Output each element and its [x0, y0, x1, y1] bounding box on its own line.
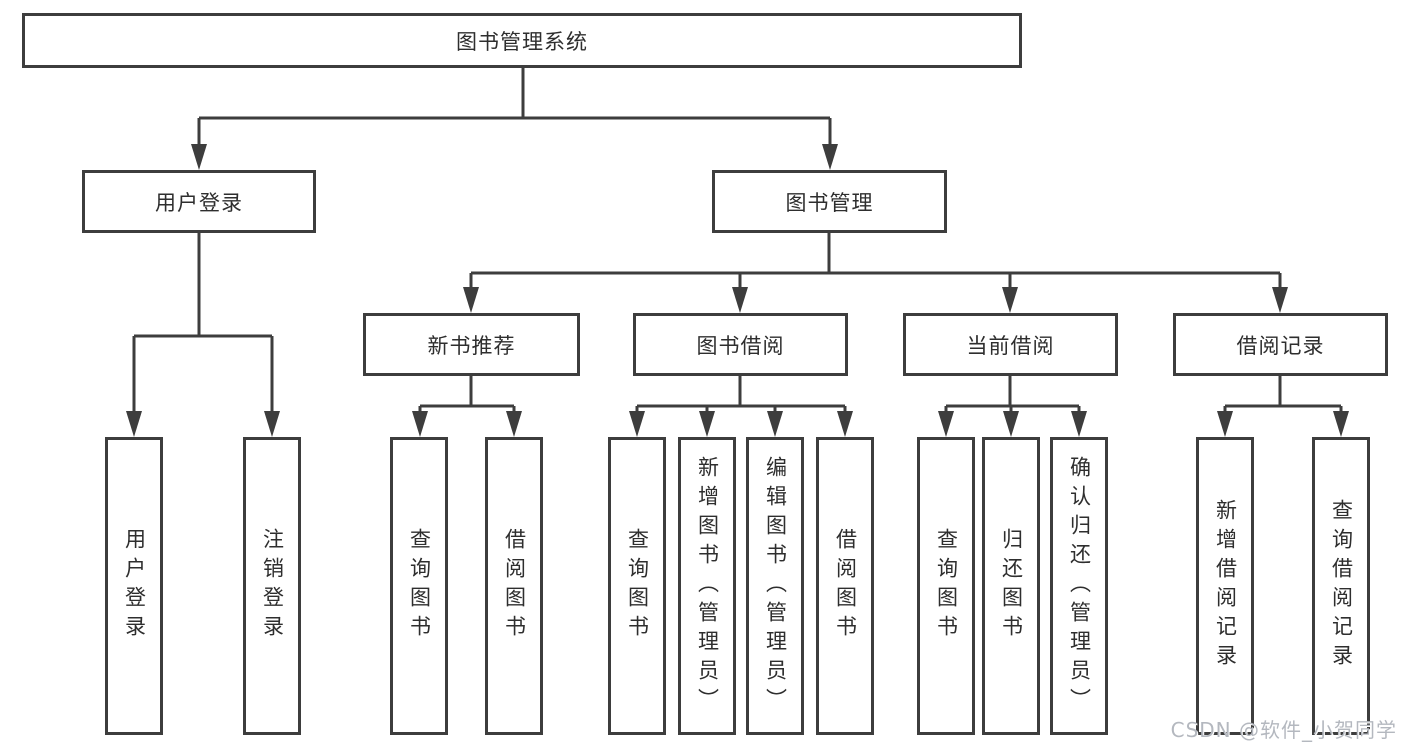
arrowhead: [191, 144, 207, 170]
arrowhead: [506, 411, 522, 437]
node-label: 借阅记录: [1236, 333, 1325, 358]
arrowhead: [732, 287, 748, 313]
node-root-label: 图书管理系统: [456, 29, 588, 54]
node-book-borrowing: 图书借阅: [633, 313, 848, 376]
arrowhead: [1071, 411, 1087, 437]
node-label: 图书管理: [785, 190, 874, 215]
arrowhead: [1272, 287, 1288, 313]
arrowhead: [822, 144, 838, 170]
leaf-label: 借阅图书: [833, 528, 858, 644]
arrowhead: [264, 411, 280, 437]
node-root: 图书管理系统: [22, 13, 1022, 68]
arrowhead: [412, 411, 428, 437]
node-borrowing-records: 借阅记录: [1173, 313, 1388, 376]
leaf-label: 新增图书（管理员）: [695, 455, 720, 717]
arrowhead: [938, 411, 954, 437]
arrowhead: [1333, 411, 1349, 437]
arrowhead: [126, 411, 142, 437]
node-user-login-branch: 用户登录: [82, 170, 316, 233]
node-label: 新书推荐: [427, 333, 516, 358]
leaf-label: 查询图书: [934, 528, 959, 644]
csdn-watermark: CSDN @软件_小贺同学: [1170, 718, 1397, 742]
leaf-label: 查询借阅记录: [1329, 499, 1354, 673]
leaf-add-books-admin: 新增图书（管理员）: [678, 437, 736, 735]
arrowhead: [699, 411, 715, 437]
arrowhead: [629, 411, 645, 437]
leaf-logout: 注销登录: [243, 437, 301, 735]
leaf-label: 借阅图书: [502, 528, 527, 644]
leaf-label: 注销登录: [260, 528, 285, 644]
leaf-query-books-current: 查询图书: [917, 437, 975, 735]
leaf-borrow-books-recommend: 借阅图书: [485, 437, 543, 735]
arrowhead: [463, 287, 479, 313]
leaf-query-borrow-record: 查询借阅记录: [1312, 437, 1370, 735]
leaf-label: 查询图书: [407, 528, 432, 644]
leaf-query-books-borrow: 查询图书: [608, 437, 666, 735]
arrowhead: [767, 411, 783, 437]
leaf-borrow-books: 借阅图书: [816, 437, 874, 735]
leaf-confirm-return-admin: 确认归还（管理员）: [1050, 437, 1108, 735]
node-label: 用户登录: [155, 190, 243, 215]
arrowhead: [1003, 411, 1019, 437]
connector-arrowheads: [126, 144, 1349, 437]
leaf-user-login: 用户登录: [105, 437, 163, 735]
arrowhead: [1217, 411, 1233, 437]
node-label: 图书借阅: [696, 333, 785, 358]
leaf-label: 用户登录: [122, 528, 147, 644]
arrowhead: [1002, 287, 1018, 313]
node-current-borrowing: 当前借阅: [903, 313, 1118, 376]
leaf-return-books: 归还图书: [982, 437, 1040, 735]
leaf-add-borrow-record: 新增借阅记录: [1196, 437, 1254, 735]
arrowhead: [837, 411, 853, 437]
node-label: 当前借阅: [966, 333, 1055, 358]
leaf-label: 归还图书: [999, 528, 1024, 644]
leaf-edit-books-admin: 编辑图书（管理员）: [746, 437, 804, 735]
leaf-label: 查询图书: [625, 528, 650, 644]
leaf-label: 新增借阅记录: [1213, 499, 1238, 673]
leaf-query-books-recommend: 查询图书: [390, 437, 448, 735]
node-book-management-branch: 图书管理: [712, 170, 947, 233]
node-new-book-recommend: 新书推荐: [363, 313, 580, 376]
leaf-label: 编辑图书（管理员）: [763, 455, 788, 717]
leaf-label: 确认归还（管理员）: [1067, 455, 1092, 717]
